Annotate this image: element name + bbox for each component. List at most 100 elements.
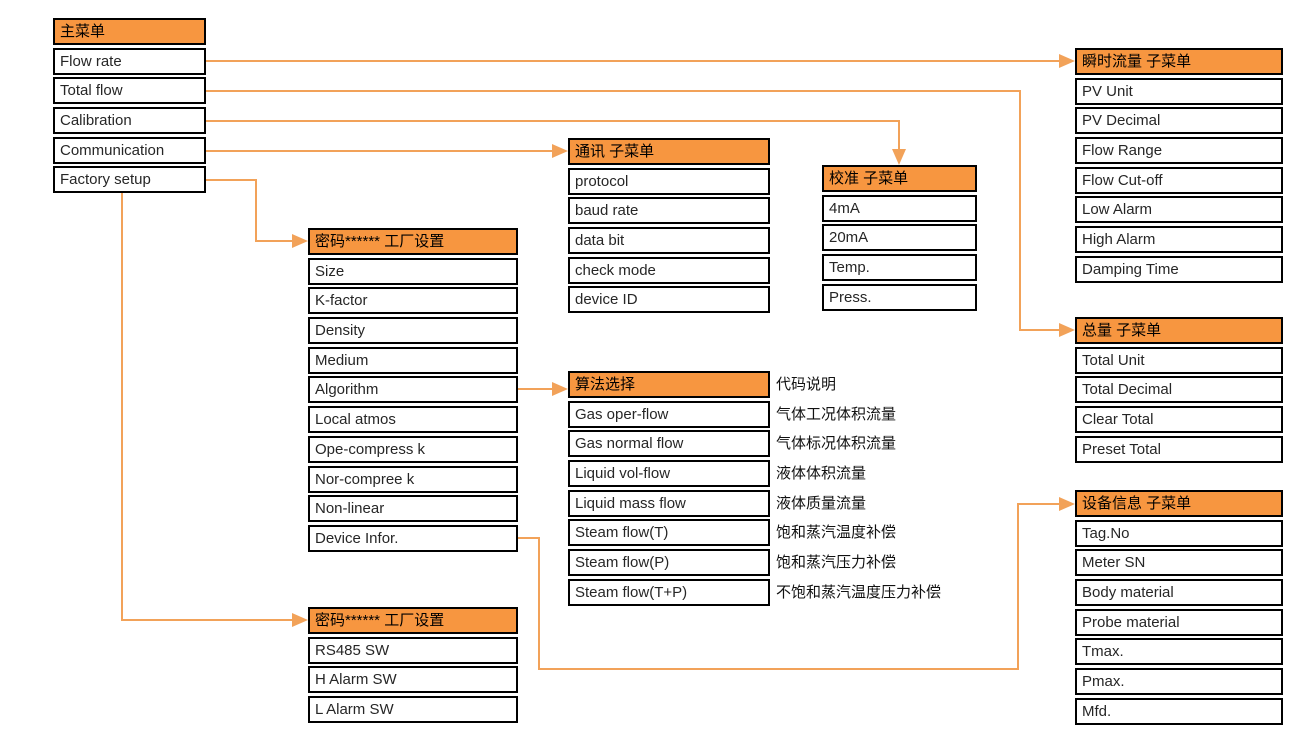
connector-calibration-line bbox=[898, 120, 900, 149]
arrow-right-icon bbox=[552, 144, 568, 158]
annotation-item: 不饱和蒸汽温度压力补偿 bbox=[776, 583, 942, 601]
menu-row-liquid-vol-flow: Liquid vol-flow bbox=[568, 460, 770, 488]
menu-row-mfd: Mfd. bbox=[1075, 697, 1283, 725]
menu-row-k-factor: K-factor bbox=[308, 287, 518, 315]
menu-row-preset-total: Preset Total bbox=[1075, 435, 1283, 463]
menu-box-main-menu: 主菜单 Flow rate Total flow Calibration Com… bbox=[53, 18, 206, 194]
menu-box-header: 瞬时流量 子菜单 bbox=[1075, 48, 1283, 75]
menu-box-factory-setup: 密码****** 工厂设置 Size K-factor Density Medi… bbox=[308, 228, 518, 552]
menu-row-clear-total: Clear Total bbox=[1075, 406, 1283, 434]
connector-device-info-line bbox=[538, 668, 1019, 670]
connector-device-info-line bbox=[1017, 503, 1059, 505]
menu-row-flow-rate: Flow rate bbox=[53, 47, 206, 75]
menu-row-density: Density bbox=[308, 317, 518, 345]
menu-row-gas-oper-flow: Gas oper-flow bbox=[568, 400, 770, 428]
menu-box-factory-setup-switches: 密码****** 工厂设置 RS485 SW H Alarm SW L Alar… bbox=[308, 607, 518, 724]
menu-row-probe-material: Probe material bbox=[1075, 608, 1283, 636]
menu-row-pv-unit: PV Unit bbox=[1075, 77, 1283, 105]
menu-row-damping-time: Damping Time bbox=[1075, 255, 1283, 283]
menu-row-body-material: Body material bbox=[1075, 579, 1283, 607]
menu-box-header: 主菜单 bbox=[53, 18, 206, 45]
connector-factory-setup-switches-line bbox=[121, 193, 123, 620]
menu-row-data-bit: data bit bbox=[568, 227, 770, 255]
annotation-item: 饱和蒸汽温度补偿 bbox=[776, 524, 897, 542]
annotation-item: 液体质量流量 bbox=[776, 494, 867, 512]
menu-row-tmax: Tmax. bbox=[1075, 638, 1283, 666]
menu-row-pmax: Pmax. bbox=[1075, 668, 1283, 696]
menu-row-l-alarm-sw: L Alarm SW bbox=[308, 696, 518, 724]
arrow-down-icon bbox=[892, 149, 906, 165]
menu-row-total-unit: Total Unit bbox=[1075, 346, 1283, 374]
connector-total-flow-line bbox=[206, 90, 1021, 92]
annotation-title: 代码说明 bbox=[776, 376, 837, 393]
menu-row-flow-range: Flow Range bbox=[1075, 137, 1283, 165]
connector-factory-setup-line bbox=[206, 179, 257, 181]
menu-box-calibration-submenu: 校准 子菜单 4mA 20mA Temp. Press. bbox=[822, 165, 977, 311]
menu-row-20ma: 20mA bbox=[822, 224, 977, 252]
menu-row-steam-flow-t: Steam flow(T) bbox=[568, 519, 770, 547]
menu-row-steam-flow-tp: Steam flow(T+P) bbox=[568, 578, 770, 606]
annotation-item: 饱和蒸汽压力补偿 bbox=[776, 554, 897, 572]
menu-row-size: Size bbox=[308, 257, 518, 285]
menu-row-local-atmos: Local atmos bbox=[308, 406, 518, 434]
menu-row-meter-sn: Meter SN bbox=[1075, 549, 1283, 577]
menu-row-total-flow: Total flow bbox=[53, 77, 206, 105]
menu-row-check-mode: check mode bbox=[568, 256, 770, 284]
menu-box-header: 通讯 子菜单 bbox=[568, 138, 770, 165]
menu-row-tag-no: Tag.No bbox=[1075, 519, 1283, 547]
menu-row-h-alarm-sw: H Alarm SW bbox=[308, 666, 518, 694]
menu-row-rs485-sw: RS485 SW bbox=[308, 636, 518, 664]
connector-flow-rate-line bbox=[206, 60, 1059, 62]
menu-box-communication-submenu: 通讯 子菜单 protocol baud rate data bit check… bbox=[568, 138, 770, 314]
menu-row-nor-compree-k: Nor-compree k bbox=[308, 465, 518, 493]
connector-factory-setup-line bbox=[255, 240, 292, 242]
menu-box-instant-flow-submenu: 瞬时流量 子菜单 PV Unit PV Decimal Flow Range F… bbox=[1075, 48, 1283, 283]
menu-box-header: 校准 子菜单 bbox=[822, 165, 977, 192]
connector-total-flow-line bbox=[1019, 90, 1021, 330]
menu-row-protocol: protocol bbox=[568, 167, 770, 195]
connector-algorithm-line bbox=[518, 388, 552, 390]
menu-row-low-alarm: Low Alarm bbox=[1075, 196, 1283, 224]
menu-row-pv-decimal: PV Decimal bbox=[1075, 107, 1283, 135]
connector-calibration-line bbox=[206, 120, 900, 122]
arrow-right-icon bbox=[1059, 323, 1075, 337]
arrow-right-icon bbox=[552, 382, 568, 396]
arrow-right-icon bbox=[1059, 497, 1075, 511]
menu-row-liquid-mass-flow: Liquid mass flow bbox=[568, 489, 770, 517]
menu-row-calibration: Calibration bbox=[53, 107, 206, 135]
menu-row-steam-flow-p: Steam flow(P) bbox=[568, 549, 770, 577]
menu-box-header: 设备信息 子菜单 bbox=[1075, 490, 1283, 517]
annotation-item: 液体体积流量 bbox=[776, 465, 867, 483]
menu-row-medium: Medium bbox=[308, 346, 518, 374]
connector-total-flow-line bbox=[1019, 329, 1059, 331]
annotation-item: 气体工况体积流量 bbox=[776, 405, 897, 423]
menu-row-algorithm: Algorithm bbox=[308, 376, 518, 404]
menu-row-communication: Communication bbox=[53, 136, 206, 164]
menu-row-temp: Temp. bbox=[822, 254, 977, 282]
arrow-right-icon bbox=[292, 234, 308, 248]
menu-row-flow-cut-off: Flow Cut-off bbox=[1075, 166, 1283, 194]
connector-device-info-line bbox=[518, 537, 540, 539]
menu-row-4ma: 4mA bbox=[822, 194, 977, 222]
connector-factory-setup-switches-line bbox=[121, 619, 292, 621]
menu-row-non-linear: Non-linear bbox=[308, 495, 518, 523]
annotation-item: 气体标况体积流量 bbox=[776, 435, 897, 453]
connector-device-info-line bbox=[1017, 504, 1019, 670]
arrow-right-icon bbox=[1059, 54, 1075, 68]
menu-row-device-id: device ID bbox=[568, 286, 770, 314]
menu-row-ope-compress-k: Ope-compress k bbox=[308, 435, 518, 463]
menu-row-device-infor: Device Infor. bbox=[308, 524, 518, 552]
menu-box-header: 密码****** 工厂设置 bbox=[308, 228, 518, 255]
menu-box-header: 总量 子菜单 bbox=[1075, 317, 1283, 344]
menu-row-baud-rate: baud rate bbox=[568, 197, 770, 225]
arrow-right-icon bbox=[292, 613, 308, 627]
menu-box-total-submenu: 总量 子菜单 Total Unit Total Decimal Clear To… bbox=[1075, 317, 1283, 463]
menu-row-high-alarm: High Alarm bbox=[1075, 226, 1283, 254]
connector-communication-line bbox=[206, 150, 552, 152]
menu-row-factory-setup: Factory setup bbox=[53, 166, 206, 194]
menu-box-device-info-submenu: 设备信息 子菜单 Tag.No Meter SN Body material P… bbox=[1075, 490, 1283, 725]
menu-row-total-decimal: Total Decimal bbox=[1075, 376, 1283, 404]
connector-factory-setup-line bbox=[255, 179, 257, 241]
menu-row-gas-normal-flow: Gas normal flow bbox=[568, 430, 770, 458]
